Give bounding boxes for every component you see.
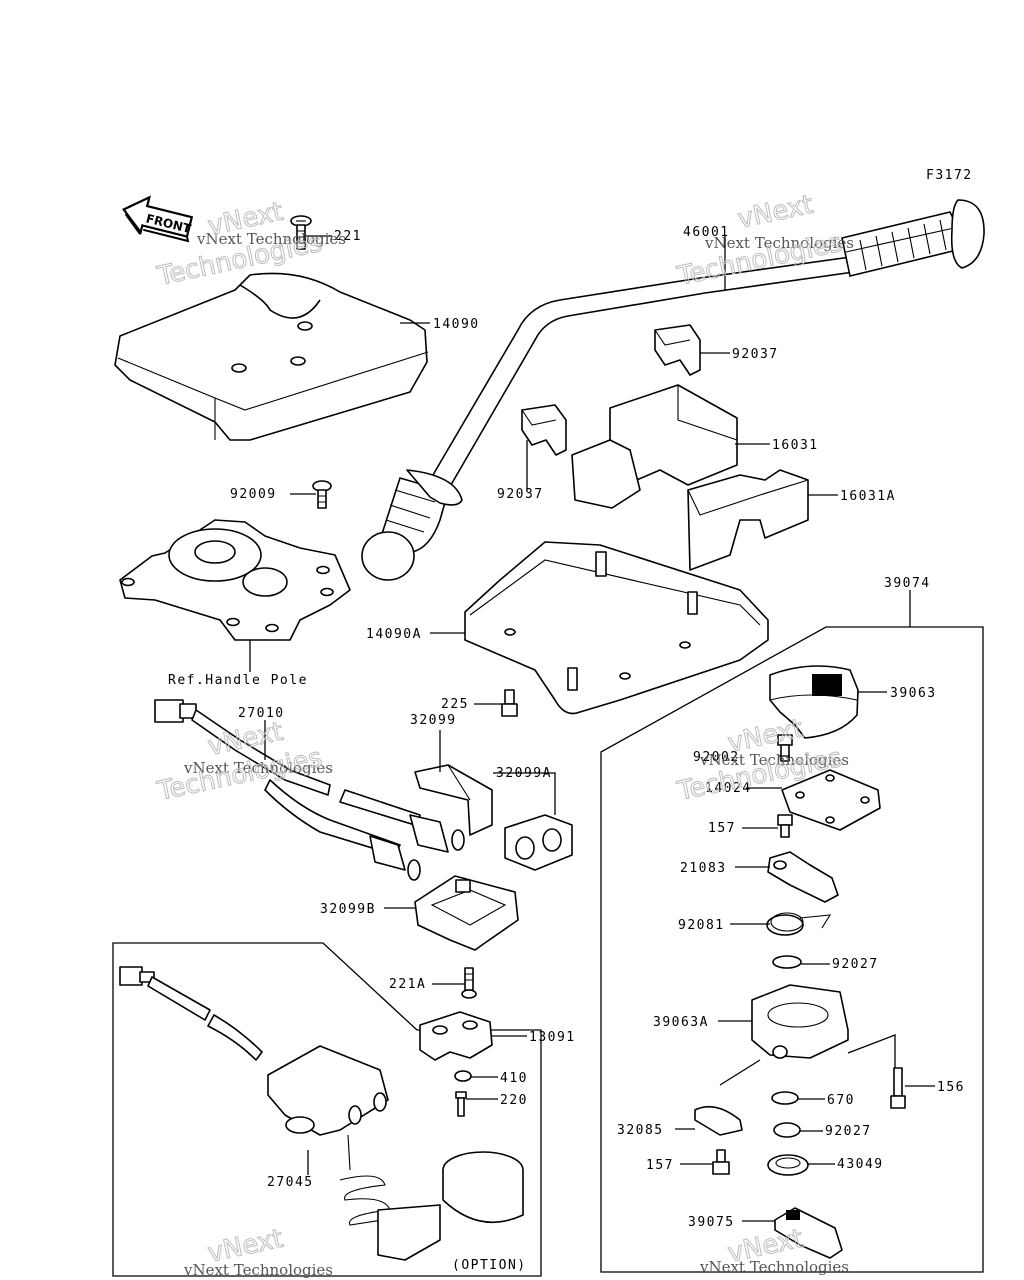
svg-text:vNext Technologies: vNext Technologies [699,751,849,769]
part-label-14024: 14024 [705,781,752,796]
part-label-157b: 157 [646,1158,674,1173]
part-label-39075: 39075 [688,1215,735,1230]
option-label: (OPTION) [452,1258,527,1273]
part-label-32085: 32085 [617,1123,664,1138]
spring-92081 [766,912,832,936]
part-label-27045: 27045 [267,1175,314,1190]
lever-32085 [694,1105,743,1136]
svg-text:vNext Technologies: vNext Technologies [183,759,333,777]
leader-lines [249,235,935,1222]
holder-13091 [419,1011,493,1061]
option-frame [112,942,542,1277]
svg-text:vNext Technologies: vNext Technologies [183,1261,333,1279]
part-label-21083: 21083 [680,861,727,876]
bolt-157-upper [777,814,793,838]
part-label-92037b: 92037 [497,487,544,502]
figure-code: F3172 [926,168,973,183]
part-label-13091: 13091 [529,1030,576,1045]
part-label-670: 670 [827,1093,855,1108]
part-label-92027a: 92027 [832,957,879,972]
svg-text:vNext: vNext [735,190,816,235]
part-label-157a: 157 [708,821,736,836]
seal-43049 [767,1154,809,1176]
svg-text:vNext Technologies: vNext Technologies [704,234,854,252]
gasket-14024 [781,769,881,831]
screw-221 [290,215,312,250]
housing-39063A [751,984,849,1059]
holder-16031A [687,469,809,571]
o-ring-670 [771,1091,799,1105]
part-label-92009: 92009 [230,487,277,502]
part-label-16031: 16031 [772,438,819,453]
washer-92027-upper [772,955,802,969]
lanyard-switch-27045 [119,966,524,1261]
bolt-157-lower [712,1149,730,1175]
part-label-32099: 32099 [410,713,457,728]
part-label-32099b: 32099B [320,902,376,917]
bolt-92002 [777,734,793,762]
screw-92009 [312,480,332,509]
cap-39063 [769,665,859,739]
part-label-39063a: 39063A [653,1015,709,1030]
part-label-225: 225 [441,697,469,712]
ref-label: Ref.Handle Pole [168,673,308,688]
part-label-92027b: 92027 [825,1124,872,1139]
part-labels: 221 46001 14090 92037 16031 92037 92009 16031A 3… [230,225,965,1230]
part-label-220: 220 [500,1093,528,1108]
holder-16031 [571,384,738,509]
part-label-39063: 39063 [890,686,937,701]
part-label-32099a: 32099A [496,766,552,781]
part-label-221: 221 [334,229,362,244]
part-label-14090: 14090 [433,317,480,332]
cover-plate-14090 [114,272,429,441]
switch-box-32099B [414,875,519,951]
grommet-32099A [504,814,573,871]
part-label-92081: 92081 [678,918,725,933]
bolt-225 [501,689,518,717]
part-label-39074: 39074 [884,576,931,591]
part-label-92002: 92002 [693,750,740,765]
part-label-16031a: 16031A [840,489,896,504]
part-label-43049: 43049 [837,1157,884,1172]
clamp-92037-lower [521,404,567,456]
assembly-39074-frame [600,626,984,1273]
key-39075 [774,1207,843,1259]
part-label-14090a: 14090A [366,627,422,642]
part-label-156: 156 [937,1080,965,1095]
handlebar-46001 [361,199,985,581]
front-arrow: FRONT [121,195,193,243]
washer-92027-lower [773,1122,801,1138]
svg-text:vNext Technologies: vNext Technologies [699,1258,849,1276]
bolt-156 [890,1067,906,1109]
cover-32099 [414,764,493,836]
part-label-410: 410 [500,1071,528,1086]
clamp-92037-upper [654,324,701,376]
lever-21083 [767,851,839,903]
part-label-221a: 221A [389,977,426,992]
screw-221A [461,967,477,999]
svg-text:vNext Technologies: vNext Technologies [196,230,346,248]
handle-pole-plate [119,519,351,641]
part-label-46001: 46001 [683,225,730,240]
nut-410 [454,1070,472,1082]
lower-cover-14090A [464,541,769,715]
part-label-92037a: 92037 [732,347,779,362]
screw-220 [455,1091,467,1117]
part-label-27010: 27010 [238,706,285,721]
cable-27010 [154,699,465,881]
